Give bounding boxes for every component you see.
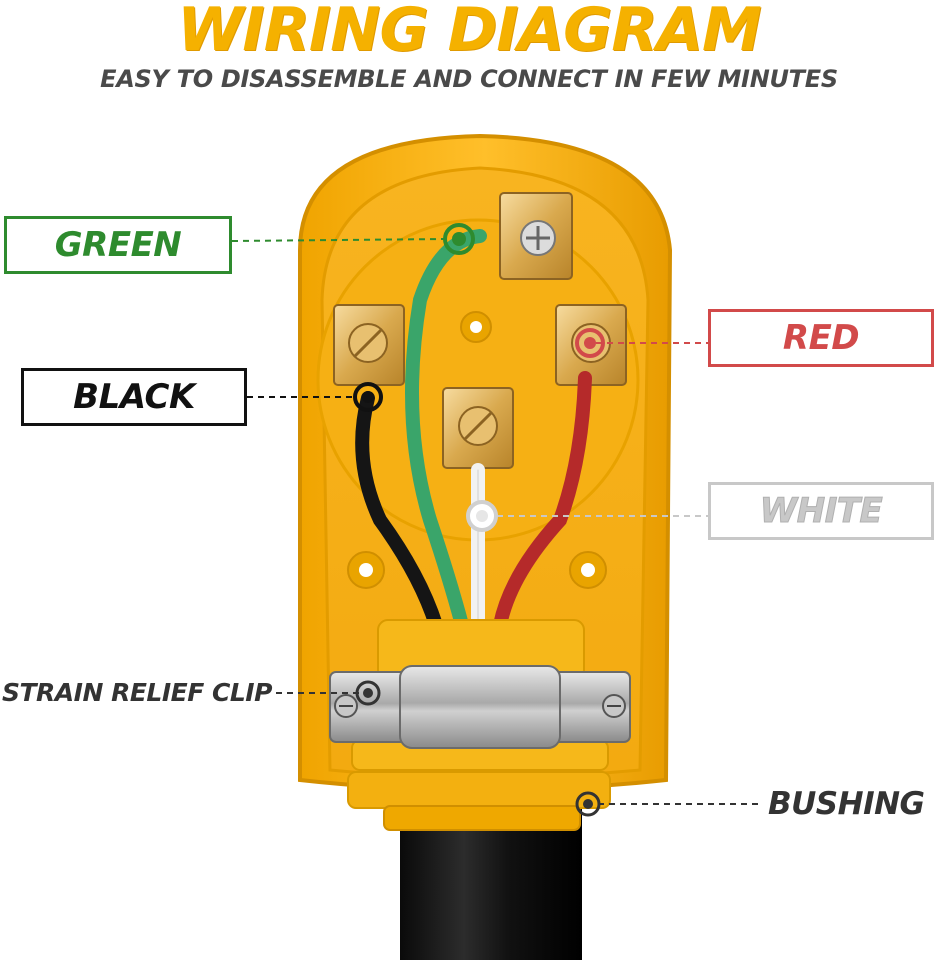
red-wire-label: RED — [708, 309, 934, 367]
black-wire — [355, 391, 443, 632]
bushing-label: BUSHING — [768, 786, 925, 822]
strain-relief-clip — [329, 665, 631, 749]
green-wire-label: GREEN — [4, 216, 232, 274]
green-wire — [405, 229, 487, 632]
strain-relief-clip-label: STRAIN RELIEF CLIP — [2, 678, 272, 707]
callout-lines — [231, 238, 762, 805]
black-wire-label: BLACK — [21, 368, 247, 426]
page-title: WIRING DIAGRAM — [177, 0, 762, 65]
page-subtitle: EASY TO DISASSEMBLE AND CONNECT IN FEW M… — [100, 65, 838, 93]
wires — [355, 229, 592, 632]
mounting-holes — [347, 311, 607, 589]
callout-markers — [353, 223, 605, 817]
red-wire — [493, 371, 592, 632]
white-wire-label: WHITE — [708, 482, 934, 540]
